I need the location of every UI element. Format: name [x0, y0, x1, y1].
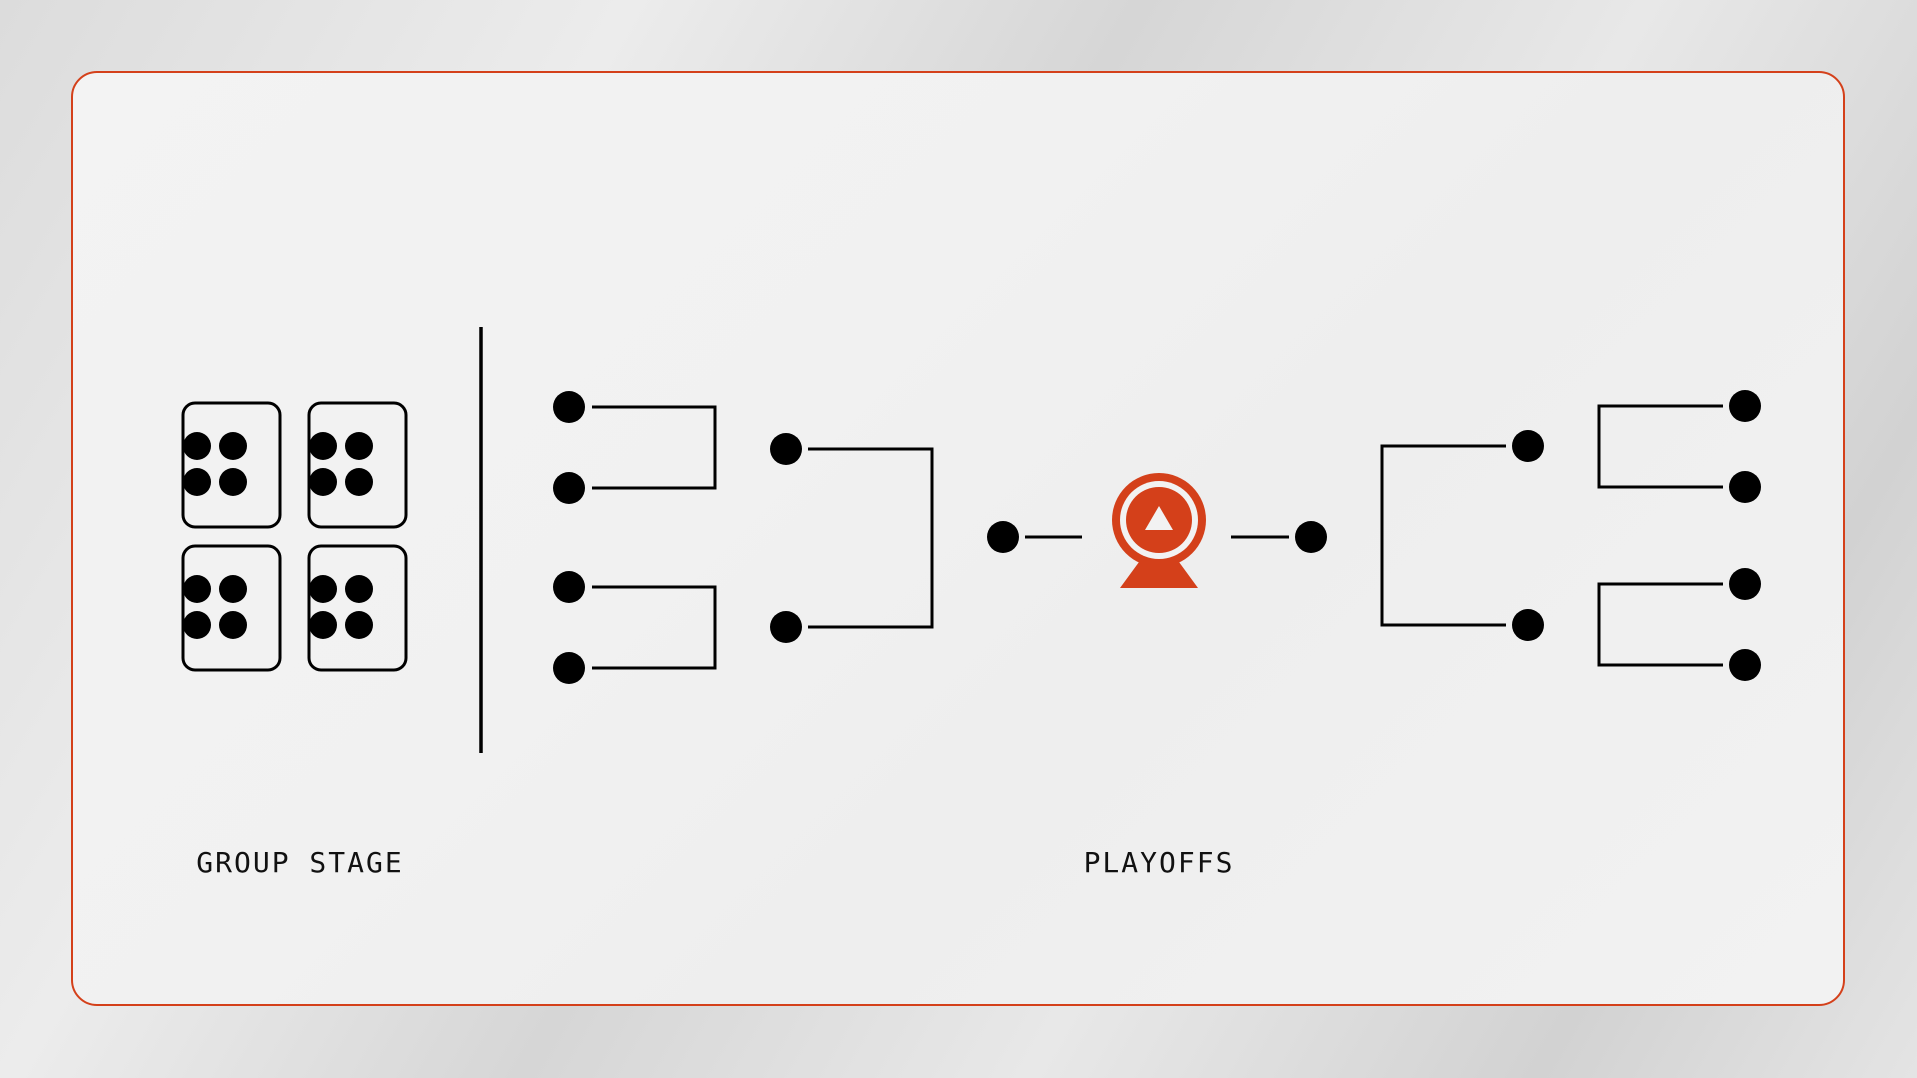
team-dot — [219, 611, 247, 639]
team-dot — [309, 611, 337, 639]
team-dot — [219, 468, 247, 496]
team-dot — [345, 575, 373, 603]
bracket-slot-dot — [770, 433, 802, 465]
team-dot — [309, 432, 337, 460]
group-box — [181, 544, 282, 672]
bracket-connector — [592, 585, 717, 670]
team-dot — [309, 468, 337, 496]
team-dot — [345, 432, 373, 460]
team-dot — [309, 575, 337, 603]
bracket-slot-dot — [553, 472, 585, 504]
bracket-slot-dot — [1729, 649, 1761, 681]
bracket-connector — [808, 447, 934, 629]
bracket-slot-dot — [987, 521, 1019, 553]
team-dot — [345, 611, 373, 639]
team-dot — [183, 575, 211, 603]
bracket-slot-dot — [553, 391, 585, 423]
team-dot — [219, 432, 247, 460]
bracket-connector — [592, 405, 717, 490]
team-dot — [183, 468, 211, 496]
group-stage-label: GROUP STAGE — [196, 846, 404, 879]
bracket-slot-dot — [770, 611, 802, 643]
group-box — [307, 401, 408, 529]
bracket-slot-dot — [1729, 390, 1761, 422]
bracket-slot-dot — [1729, 568, 1761, 600]
bracket-slot-dot — [1512, 430, 1544, 462]
bracket-slot-dot — [553, 571, 585, 603]
bracket-slot-dot — [1512, 609, 1544, 641]
team-dot — [345, 468, 373, 496]
bracket-slot-dot — [1729, 471, 1761, 503]
bracket-connector — [1597, 404, 1723, 489]
group-box — [307, 544, 408, 672]
bracket-slot-dot — [553, 652, 585, 684]
bracket-connector — [1380, 444, 1506, 627]
bracket-slot-dot — [1295, 521, 1327, 553]
diagram-card — [71, 71, 1845, 1006]
trophy-icon — [1112, 473, 1206, 588]
team-dot — [183, 432, 211, 460]
playoffs-label: PLAYOFFS — [1083, 846, 1235, 879]
playoff-bracket — [553, 390, 1761, 684]
group-stage-groups — [181, 401, 408, 672]
group-box — [181, 401, 282, 529]
bracket-connector — [1597, 582, 1723, 667]
team-dot — [183, 611, 211, 639]
team-dot — [219, 575, 247, 603]
